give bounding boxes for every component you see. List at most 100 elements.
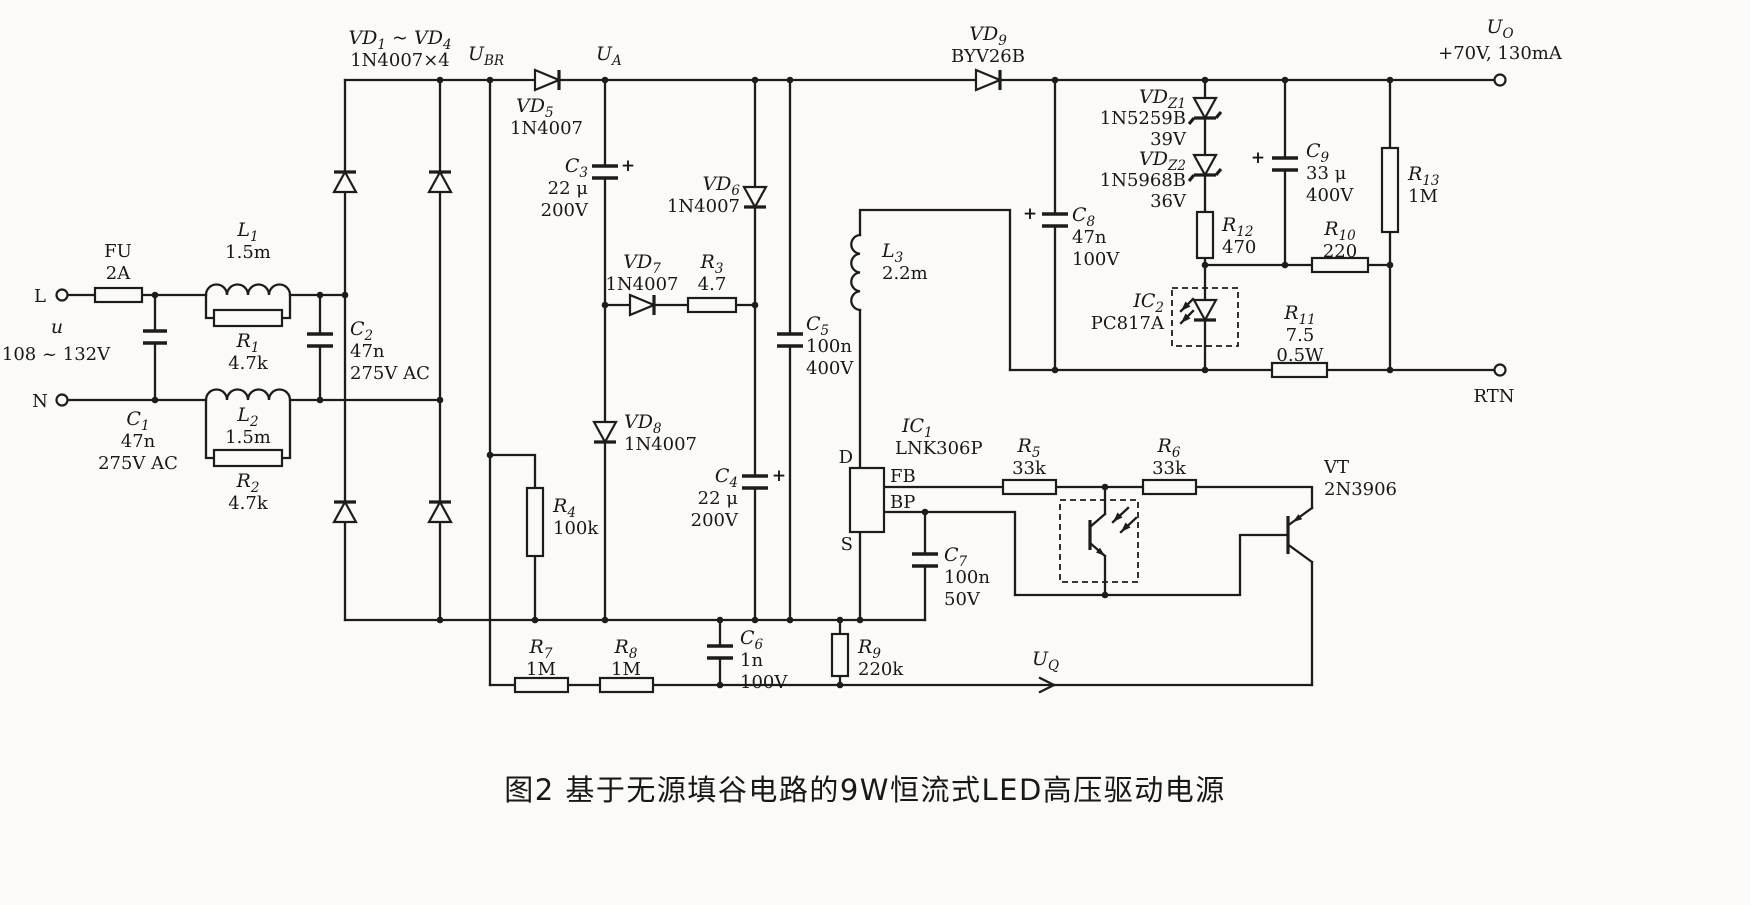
ic2-ref: IC2 xyxy=(1132,290,1164,316)
r8-value: 1M xyxy=(611,659,641,680)
ic1-pin-bp: BP xyxy=(890,492,915,513)
c6-value2: 100V xyxy=(740,672,788,693)
resistor-r2 xyxy=(212,448,284,468)
resistor-r13 xyxy=(1380,146,1400,234)
resistor-r9 xyxy=(830,632,850,678)
vd8-ref: VD8 xyxy=(624,411,662,437)
resistors xyxy=(93,146,1400,694)
wires xyxy=(66,78,1496,694)
c5-value1: 100n xyxy=(806,336,852,357)
l2-ref: L2 xyxy=(236,404,258,430)
rtn-label: RTN xyxy=(1474,386,1515,407)
input-voltage-range: 108 ~ 132V xyxy=(2,344,111,365)
c1-value1: 47n xyxy=(121,431,156,452)
c9-value2: 400V xyxy=(1306,185,1354,206)
net-uq: UQ xyxy=(1032,648,1059,674)
c5-value2: 400V xyxy=(806,358,854,379)
r2-ref: R2 xyxy=(236,470,260,496)
c8-value2: 100V xyxy=(1072,249,1120,270)
c2-ref: C2 xyxy=(350,318,373,344)
c8-ref: C8 xyxy=(1072,204,1096,230)
r7-value: 1M xyxy=(526,659,556,680)
ic1-value: LNK306P xyxy=(895,438,983,459)
ic1-pin-fb: FB xyxy=(890,466,916,487)
c3-ref: C3 xyxy=(565,155,588,181)
resistor-r10 xyxy=(1310,256,1370,274)
diode-vd4 xyxy=(427,499,453,524)
r9-value: 220k xyxy=(858,659,904,680)
c4-plus: + xyxy=(772,466,786,486)
c1-value2: 275V AC xyxy=(98,453,178,474)
vdz2-value1: 1N5968B xyxy=(1100,170,1186,191)
c5-ref: C5 xyxy=(806,313,829,339)
l3-value: 2.2m xyxy=(882,263,928,284)
r7-ref: R7 xyxy=(529,636,553,662)
diode-vd8 xyxy=(592,420,618,445)
net-uo: UO xyxy=(1486,16,1513,42)
c8-plus: + xyxy=(1023,204,1037,224)
c2-value2: 275V AC xyxy=(350,363,430,384)
r12-value: 470 xyxy=(1222,237,1256,258)
r2-value: 4.7k xyxy=(228,493,269,514)
vd7-value: 1N4007 xyxy=(605,274,678,295)
r8-ref: R8 xyxy=(614,636,638,662)
resistor-r7 xyxy=(513,676,570,694)
r3-ref: R3 xyxy=(700,251,724,277)
transistor-vt xyxy=(1286,514,1303,554)
vd7-ref: VD7 xyxy=(623,251,661,277)
l3-ref: L3 xyxy=(881,240,903,266)
c3-value2: 200V xyxy=(541,200,589,221)
resistor-r4 xyxy=(525,486,545,558)
l2-value: 1.5m xyxy=(225,427,271,448)
r12-ref: R12 xyxy=(1221,214,1254,240)
vdz2-value2: 36V xyxy=(1150,191,1187,212)
terminal-uo xyxy=(1493,73,1507,87)
c3-value1: 22 μ xyxy=(548,178,589,199)
r13-ref: R13 xyxy=(1407,163,1440,189)
terminal-n-label: N xyxy=(32,391,48,412)
r10-ref: R10 xyxy=(1323,218,1356,244)
junction-dots xyxy=(151,76,1394,689)
vd9-ref: VD9 xyxy=(969,23,1007,49)
vd9-value: BYV26B xyxy=(951,46,1025,67)
inductor-l3 xyxy=(850,233,862,312)
c9-ref: C9 xyxy=(1306,140,1330,166)
r1-ref: R1 xyxy=(236,330,260,356)
figure-caption: 图2 基于无源填谷电路的9W恒流式LED高压驱动电源 xyxy=(504,773,1226,807)
diode-vd5 xyxy=(533,68,562,92)
ic1-pin-s: S xyxy=(841,534,853,555)
inductors xyxy=(204,233,862,402)
vd5-value: 1N4007 xyxy=(510,118,583,139)
r11-value2: 0.5W xyxy=(1276,345,1324,366)
vt-ref: VT xyxy=(1323,457,1349,478)
labels: L N u 108 ~ 132V FU 2A L1 1.5m R1 4.7k L… xyxy=(2,16,1563,693)
c4-value1: 22 μ xyxy=(698,488,739,509)
bridge-rectifier xyxy=(332,169,453,524)
c4-value2: 200V xyxy=(691,510,739,531)
uo-value: +70V, 130mA xyxy=(1438,43,1563,64)
net-ubr: UBR xyxy=(468,43,504,69)
ic1-pin-d: D xyxy=(839,447,853,468)
diode-vd1 xyxy=(332,169,358,194)
vdz1-value1: 1N5259B xyxy=(1100,108,1186,129)
vd5-ref: VD5 xyxy=(516,95,554,121)
bridge-value: 1N4007×4 xyxy=(350,50,450,71)
resistor-r8 xyxy=(598,676,655,694)
diode-vd6 xyxy=(742,185,768,210)
r10-value: 220 xyxy=(1323,241,1357,262)
r4-value: 100k xyxy=(553,518,599,539)
diode-vd9 xyxy=(974,68,1003,92)
ic1-ref: IC1 xyxy=(901,415,933,441)
net-ua: UA xyxy=(596,43,622,69)
r6-value: 33k xyxy=(1152,458,1187,479)
diode-vd3 xyxy=(332,499,358,524)
l1-value: 1.5m xyxy=(225,242,271,263)
fu-value: 2A xyxy=(106,263,131,284)
resistor-r11 xyxy=(1270,361,1329,379)
zener-vdz1 xyxy=(1187,96,1223,126)
resistor-r3 xyxy=(686,296,738,314)
c9-plus: + xyxy=(1251,148,1265,168)
c6-value1: 1n xyxy=(740,650,763,671)
